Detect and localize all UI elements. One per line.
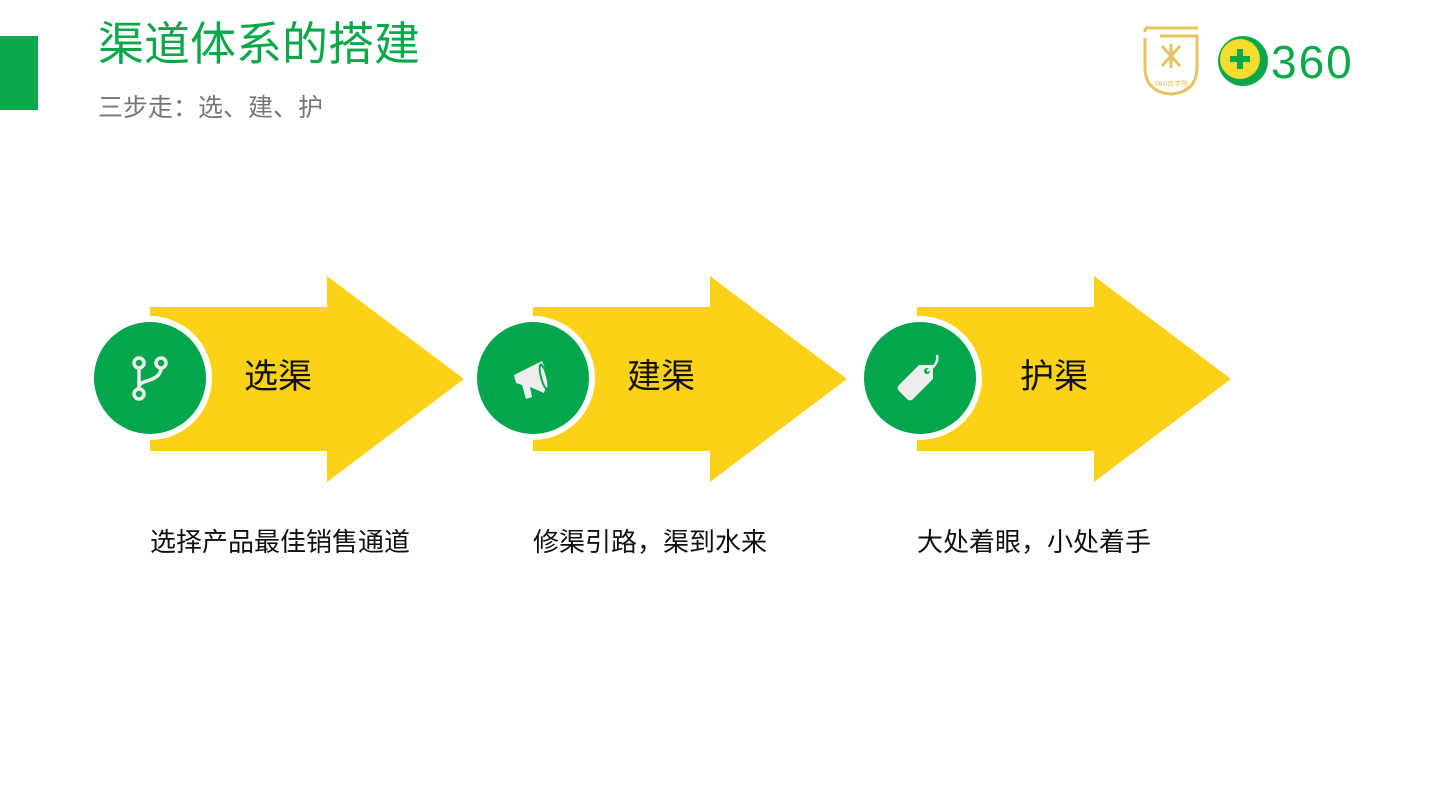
arrow-shape: [917, 276, 1231, 482]
megaphone-icon: [514, 361, 550, 399]
academy-badge-icon: [1143, 26, 1199, 96]
logo-group: 360商学院 360: [1140, 22, 1400, 102]
360-logo: 360商学院 360: [1143, 26, 1354, 96]
tag-icon: [897, 354, 939, 401]
step-description: 修渠引路，渠到水来: [533, 528, 768, 558]
step-icon-circle: [94, 322, 206, 434]
arrow-shape: [150, 276, 464, 482]
step-icon-circle: [864, 322, 976, 434]
step-build: 建渠: [477, 270, 877, 490]
step-label: 建渠: [627, 357, 695, 397]
page-subtitle: 三步走：选、建、护: [98, 93, 324, 122]
step-protect: 护渠: [864, 270, 1264, 490]
svg-text:360商学院: 360商学院: [1154, 79, 1188, 88]
branch-icon: [132, 356, 168, 401]
step-description: 大处着眼，小处着手: [917, 528, 1152, 558]
step-label: 护渠: [1020, 357, 1088, 397]
accent-bar: [0, 36, 38, 110]
step-description: 选择产品最佳销售通道: [150, 528, 411, 558]
step-label: 选渠: [244, 357, 312, 397]
page-title: 渠道体系的搭建: [98, 17, 420, 71]
arrow-shape: [533, 276, 847, 482]
step-icon-circle: [477, 322, 589, 434]
svg-text:360: 360: [1271, 36, 1354, 88]
step-select: 选渠: [94, 270, 494, 490]
